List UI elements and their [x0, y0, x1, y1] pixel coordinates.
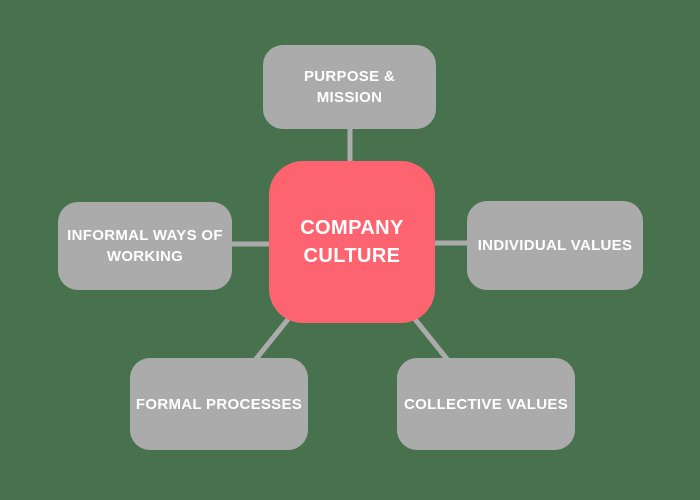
connector-bottom-right: [412, 316, 453, 366]
node-label: FORMAL PROCESSES: [135, 395, 303, 413]
node-individual-values[interactable]: INDIVIDUAL VALUES: [467, 201, 643, 290]
node-collective-values[interactable]: COLLECTIVE VALUES: [397, 358, 575, 450]
node-formal-processes[interactable]: FORMAL PROCESSES: [130, 358, 308, 450]
connector-bottom-left: [250, 316, 291, 366]
node-label: INFORMAL WAYS OF WORKING: [67, 227, 223, 265]
node-label: COLLECTIVE VALUES: [404, 395, 568, 413]
node-purpose-mission[interactable]: PURPOSE & MISSION: [263, 45, 436, 129]
node-label: PURPOSE & MISSION: [303, 68, 396, 106]
node-label: INDIVIDUAL VALUES: [477, 237, 633, 254]
node-informal-ways-of-working[interactable]: INFORMAL WAYS OF WORKING: [58, 202, 232, 290]
node-company-culture[interactable]: COMPANY CULTURE: [269, 161, 435, 323]
node-label: COMPANY CULTURE: [300, 217, 404, 267]
